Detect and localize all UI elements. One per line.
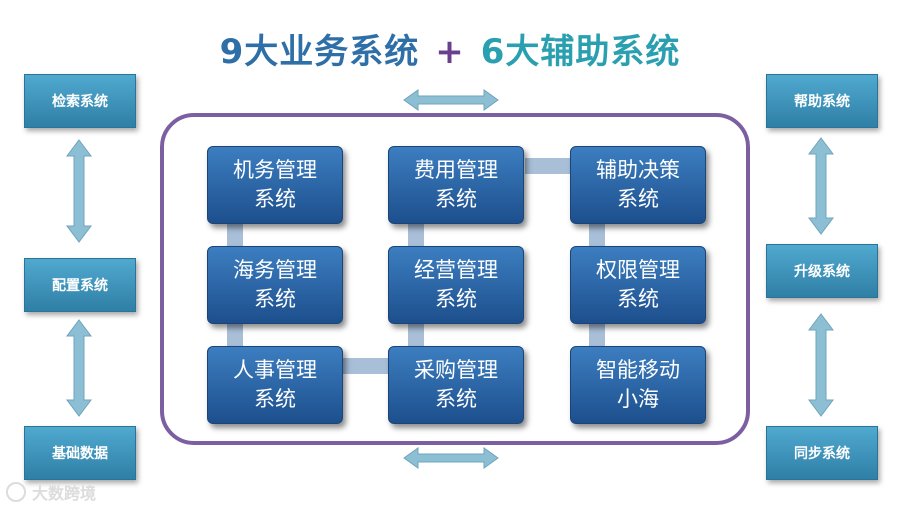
node-label-line1: 智能移动 [596,358,680,382]
double-arrow-icon [66,139,92,243]
watermark-logo-icon [6,482,26,502]
node-label-line2: 系统 [617,287,659,311]
aux-box-search: 检索系统 [24,74,136,128]
connector [408,222,424,246]
double-arrow-icon [808,137,834,235]
title-plus: + [435,32,465,72]
aux-box-basedata: 基础数据 [24,426,136,480]
node-operations-management: 经营管理 系统 [388,246,524,324]
watermark-text: 大数跨境 [32,484,97,503]
node-maritime-management: 海务管理 系统 [207,246,343,324]
node-aircraft-maintenance: 机务管理 系统 [207,146,343,224]
node-procurement-management: 采购管理 系统 [388,346,524,424]
title-business-systems: 9大业务系统 [219,32,420,72]
node-smart-mobile: 智能移动 小海 [570,346,706,424]
connector [343,358,389,374]
node-label-line2: 系统 [435,287,477,311]
node-label-line2: 系统 [254,187,296,211]
aux-box-upgrade: 升级系统 [766,244,878,298]
connector [589,222,605,246]
node-label-line1: 权限管理 [596,258,680,282]
aux-box-help: 帮助系统 [766,74,878,128]
node-permission-management: 权限管理 系统 [570,246,706,324]
node-label-line2: 系统 [254,387,296,411]
node-cost-management: 费用管理 系统 [388,146,524,224]
node-label-line1: 海务管理 [233,258,317,282]
aux-box-sync: 同步系统 [766,426,878,480]
node-label-line1: 人事管理 [233,358,317,382]
aux-box-config: 配置系统 [24,258,136,312]
node-label-line2: 系统 [254,287,296,311]
connector [525,158,571,174]
connector [227,322,243,346]
connector [408,322,424,346]
node-label-line2: 小海 [617,387,659,411]
double-arrow-icon [403,89,499,111]
node-label-line2: 系统 [617,187,659,211]
double-arrow-icon [808,313,834,417]
node-label-line1: 费用管理 [414,158,498,182]
node-label-line2: 系统 [435,187,477,211]
node-label-line1: 经营管理 [414,258,498,282]
diagram-title: 9大业务系统 +6大辅助系统 [0,24,900,73]
connector [227,222,243,246]
node-decision-support: 辅助决策 系统 [570,146,706,224]
connector [589,322,605,346]
node-hr-management: 人事管理 系统 [207,346,343,424]
double-arrow-icon [403,447,499,469]
node-label-line1: 采购管理 [414,358,498,382]
node-label-line1: 机务管理 [233,158,317,182]
node-label-line2: 系统 [435,387,477,411]
node-label-line1: 辅助决策 [596,158,680,182]
title-auxiliary-systems: 6大辅助系统 [480,32,681,72]
watermark: 大数跨境 [6,480,96,504]
double-arrow-icon [66,319,92,417]
